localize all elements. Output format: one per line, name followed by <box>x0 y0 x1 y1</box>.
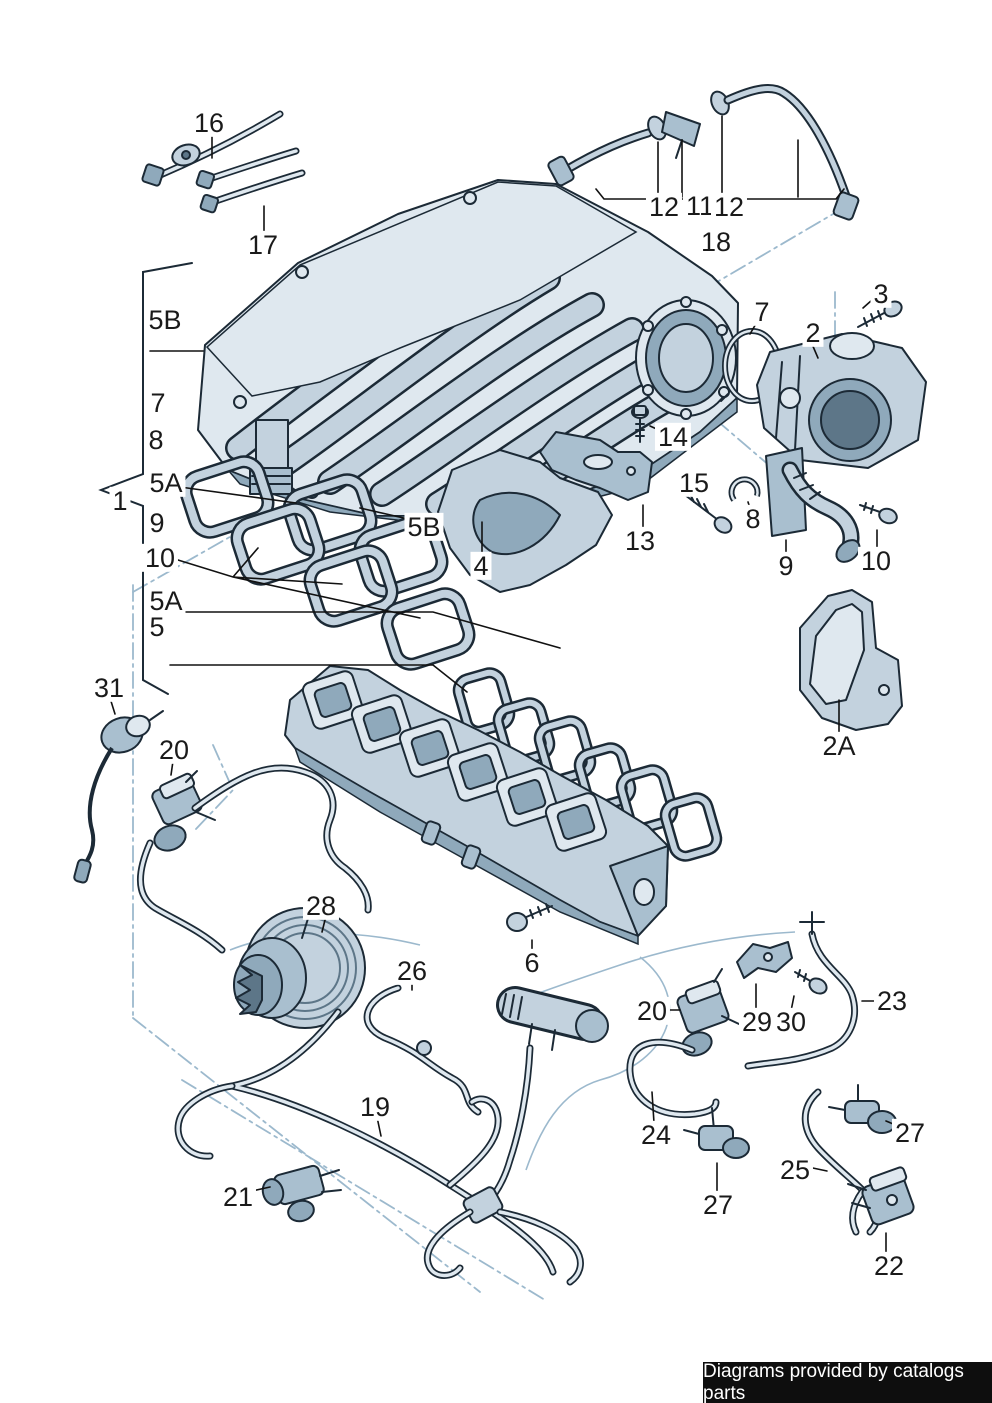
hose-24 <box>626 1038 720 1119</box>
connector-22 <box>847 1166 915 1226</box>
hose-harness-19 <box>137 764 584 1286</box>
callout-2: 2 <box>802 318 824 347</box>
callout-5b-column: 5B <box>145 305 185 334</box>
callout-8-right: 8 <box>742 504 764 533</box>
footer-credit-bar: Diagrams provided by catalogs parts <box>703 1360 992 1403</box>
callout-1: 1 <box>109 486 131 515</box>
hose-clamp-8 <box>728 476 761 502</box>
callout-5a-1: 5A <box>146 468 186 497</box>
elbow-hose-9 <box>765 447 861 563</box>
cover-2a <box>799 589 903 731</box>
callout-20-right: 20 <box>633 996 671 1025</box>
callout-7-right: 7 <box>751 297 773 326</box>
callout-29: 29 <box>738 1007 776 1036</box>
bracket-29 <box>736 941 793 979</box>
callout-16: 16 <box>190 108 228 137</box>
callout-10-right: 10 <box>857 546 895 575</box>
callout-20-left: 20 <box>155 735 193 764</box>
bolt-14 <box>631 405 649 443</box>
throttle-body-2 <box>756 332 927 469</box>
callout-25: 25 <box>776 1155 814 1184</box>
callout-19: 19 <box>356 1092 394 1121</box>
callout-3: 3 <box>870 279 892 308</box>
callout-9-left: 9 <box>146 508 168 537</box>
callout-5a-2: 5A <box>146 586 186 615</box>
support-bracket-13 <box>539 431 653 501</box>
gasket-chain-5 <box>452 667 723 862</box>
check-valve-27-right <box>828 1084 897 1134</box>
callout-4: 4 <box>470 551 492 580</box>
check-valve-27-left <box>683 1107 750 1159</box>
lower-intake-manifold <box>284 665 669 946</box>
callout-15: 15 <box>675 468 713 497</box>
valve-21 <box>261 1164 342 1223</box>
callout-28: 28 <box>302 891 340 920</box>
solenoid-valve-20-left <box>151 770 216 852</box>
callout-23: 23 <box>873 986 911 1015</box>
vacuum-hose-18 <box>547 84 860 221</box>
callout-2a: 2A <box>819 731 859 760</box>
callout-30: 30 <box>772 1007 810 1036</box>
callout-12b: 12 <box>710 192 748 221</box>
screw-15 <box>684 493 733 534</box>
footer-credit-text: Diagrams provided by catalogs parts <box>703 1360 964 1403</box>
sensor-31 <box>73 710 164 884</box>
callout-26: 26 <box>393 956 431 985</box>
callout-6: 6 <box>521 948 543 977</box>
purge-valve-cylinder <box>496 986 609 1051</box>
gaskets-5a-5b <box>179 455 476 671</box>
callout-13: 13 <box>621 526 659 555</box>
bolt-6 <box>506 903 553 932</box>
hose-23 <box>744 911 859 1070</box>
screw-10 <box>859 502 898 525</box>
callout-5: 5 <box>146 612 168 641</box>
callout-18: 18 <box>697 227 735 256</box>
callout-27-right: 27 <box>891 1118 929 1147</box>
callout-22: 22 <box>870 1251 908 1280</box>
hose-26 <box>363 984 482 1116</box>
callout-21: 21 <box>219 1182 257 1211</box>
cable-ties-17 <box>195 147 306 214</box>
callout-7-left: 7 <box>147 388 169 417</box>
upper-intake-manifold <box>197 179 739 525</box>
callout-9-right: 9 <box>775 551 797 580</box>
water-pump-28 <box>233 907 366 1029</box>
callout-5b-mid: 5B <box>404 512 444 541</box>
callout-17: 17 <box>244 230 282 259</box>
callout-27-left: 27 <box>699 1190 737 1219</box>
callout-24: 24 <box>637 1120 675 1149</box>
callout-31: 31 <box>90 673 128 702</box>
cable-tie-16 <box>141 110 284 187</box>
callout-8-left: 8 <box>145 425 167 454</box>
callout-10-left: 10 <box>141 543 179 572</box>
callout-14: 14 <box>654 422 692 451</box>
callout-12a: 12 <box>645 192 683 221</box>
screw-30 <box>794 969 828 995</box>
